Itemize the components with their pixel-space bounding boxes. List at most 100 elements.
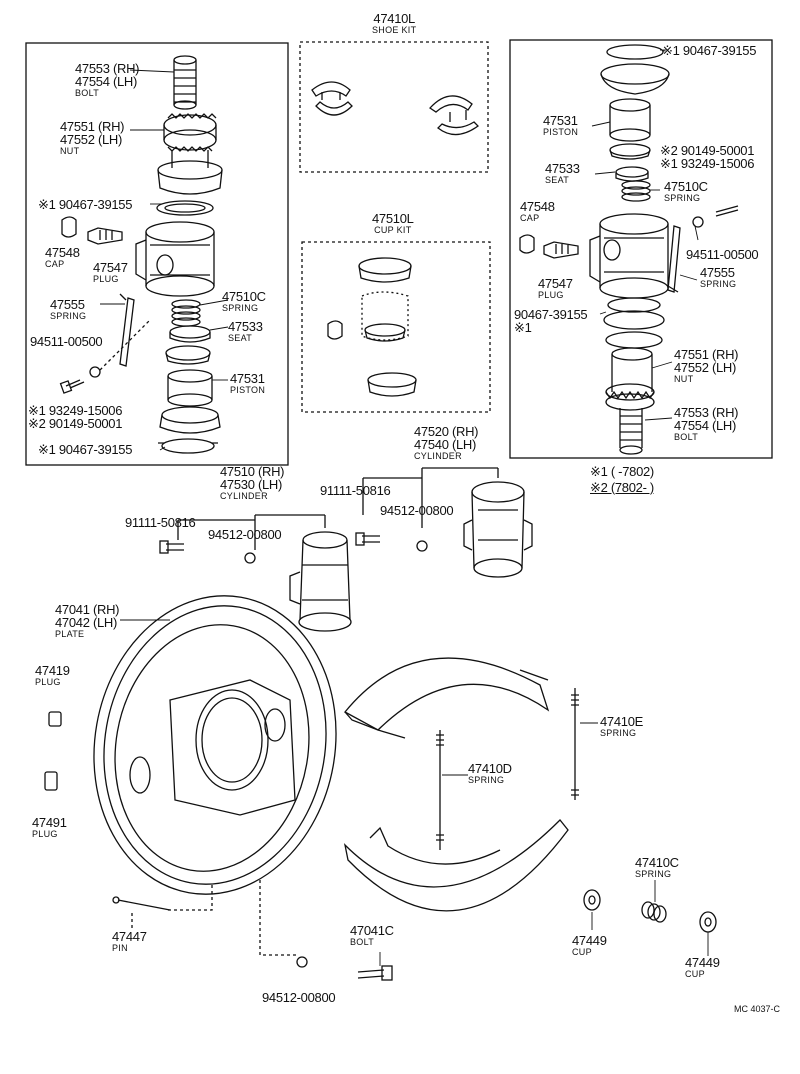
cup-kit-boot-illustration bbox=[358, 257, 412, 283]
cylinder-spring-illustration bbox=[171, 299, 201, 327]
left-cylinder-box bbox=[25, 42, 289, 466]
part-name: CAP bbox=[520, 213, 540, 223]
right-dust-boot-illustration bbox=[600, 44, 670, 95]
label-cup-47449-a: 47449 CUP bbox=[572, 934, 607, 957]
part-number-line: 47533 bbox=[545, 161, 580, 176]
label-90149-93249-right: ※2 90149-50001 ※1 93249-15006 bbox=[660, 144, 754, 170]
part-name: CYLINDER bbox=[414, 451, 462, 461]
label-right-bolt-47553: 47553 (RH) 47554 (LH) BOLT bbox=[674, 406, 739, 442]
front-wheel-cylinder-illustration bbox=[289, 531, 352, 632]
part-name: SPRING bbox=[700, 279, 737, 289]
part-number-line: 47552 (LH) bbox=[674, 360, 737, 375]
part-name: NUT bbox=[60, 146, 80, 156]
part-number-line: ※1 bbox=[514, 320, 532, 335]
label-90467-left-top: ※1 90467-39155 bbox=[38, 197, 133, 212]
label-bolt-91111-rear: 91111-50816 bbox=[320, 483, 391, 498]
piston-illustration bbox=[167, 369, 213, 407]
label-right-piston-47531: 47531 PISTON bbox=[543, 114, 578, 137]
part-number-line: 47530 (LH) bbox=[220, 477, 283, 492]
part-number-line: 47510 (RH) bbox=[220, 464, 285, 479]
spring-47410C-illustration bbox=[641, 901, 667, 923]
part-name: CUP bbox=[685, 969, 705, 979]
spring-seat-illustration bbox=[169, 325, 211, 343]
part-name: NUT bbox=[674, 374, 694, 384]
part-number-line: 47555 bbox=[700, 265, 735, 280]
label-spring-47510C: 47510C SPRING bbox=[222, 290, 266, 313]
part-number-line: 47554 (LH) bbox=[75, 74, 138, 89]
part-number-line: 47510C bbox=[222, 289, 266, 304]
part-number-line: 47449 bbox=[685, 955, 720, 970]
bolt-47041C-illustration bbox=[357, 965, 393, 981]
backing-plate-illustration bbox=[93, 595, 337, 895]
right-piston-illustration bbox=[609, 98, 651, 142]
bleeder-plug-illustration bbox=[87, 227, 123, 245]
label-nut-94512-front: 94512-00800 bbox=[208, 527, 282, 542]
label-nut-94512-rear: 94512-00800 bbox=[380, 503, 454, 518]
right-cap-illustration bbox=[519, 234, 535, 254]
part-name: PLUG bbox=[93, 274, 119, 284]
cylinder-front-bracket-b bbox=[177, 519, 255, 540]
label-bolt-91111-front: 91111-50816 bbox=[125, 515, 196, 530]
part-number-line: 47410E bbox=[600, 714, 644, 729]
part-number-line: 47510C bbox=[664, 179, 708, 194]
right-plug-illustration bbox=[543, 241, 579, 259]
part-name: BOLT bbox=[674, 432, 699, 442]
part-name: PLATE bbox=[55, 629, 85, 639]
upper-brake-shoe-illustration bbox=[344, 657, 550, 739]
label-cup-47449-b: 47449 CUP bbox=[685, 956, 720, 979]
plug-47491-illustration bbox=[44, 771, 58, 791]
shoe-kit-cup-a-illustration bbox=[311, 81, 353, 116]
label-right-seat-47533: 47533 SEAT bbox=[545, 162, 580, 185]
label-bolt-47553: 47553 (RH) 47554 (LH) BOLT bbox=[75, 62, 140, 98]
bolt-91111-b-illustration bbox=[355, 532, 380, 546]
label-spring-47410E: 47410E SPRING bbox=[600, 715, 643, 738]
label-right-plug-47547: 47547 PLUG bbox=[538, 277, 573, 300]
diagram-code: MC 4037-C bbox=[734, 1004, 781, 1014]
right-adjuster-housing-illustration bbox=[605, 331, 663, 392]
cup-kit-boot-b-illustration bbox=[367, 372, 417, 397]
right-bolt-illustration bbox=[619, 408, 643, 455]
part-name: CUP bbox=[572, 947, 592, 957]
cup-47449-b-illustration bbox=[699, 911, 717, 933]
cup-kit-cap-illustration bbox=[327, 320, 343, 340]
label-spring-47410C: 47410C SPRING bbox=[635, 856, 679, 879]
part-number-line: 47410L bbox=[373, 11, 415, 26]
shoe-kit-box bbox=[299, 41, 489, 173]
label-seat-47533: 47533 SEAT bbox=[228, 320, 263, 343]
right-spring-illustration bbox=[621, 180, 651, 202]
part-name: SPRING bbox=[50, 311, 87, 321]
part-name: BOLT bbox=[75, 88, 100, 98]
cylinder-rear-bracket-b bbox=[362, 477, 422, 515]
right-small-bolt-illustration bbox=[692, 205, 739, 228]
part-number-line: ※2 90149-50001 bbox=[28, 416, 123, 431]
part-number-line: 47410C bbox=[635, 855, 679, 870]
part-number-line: 90467-39155 bbox=[514, 307, 588, 322]
part-name: SPRING bbox=[222, 303, 259, 313]
shoe-kit-cup-b-illustration bbox=[429, 95, 479, 136]
part-name: SEAT bbox=[228, 333, 253, 343]
part-number-line: 47531 bbox=[230, 371, 265, 386]
lower-brake-shoe-illustration bbox=[343, 819, 569, 912]
nut-94512-c-illustration bbox=[296, 956, 308, 968]
label-spring-47555: 47555 SPRING bbox=[50, 298, 86, 321]
part-number-line: ※1 93249-15006 bbox=[660, 156, 755, 171]
adjusting-nut-illustration bbox=[163, 113, 217, 168]
right-cylinder-cup-illustration bbox=[603, 297, 665, 330]
label-90467-right-top: ※1 90467-39155 bbox=[662, 43, 757, 58]
part-name: CUP KIT bbox=[374, 225, 412, 235]
cup-47449-a-illustration bbox=[583, 889, 601, 911]
part-name: PISTON bbox=[230, 385, 266, 395]
part-number-line: 47491 bbox=[32, 815, 67, 830]
part-number-line: ※2 90149-50001 bbox=[660, 143, 755, 158]
part-number-line: 47531 bbox=[543, 113, 578, 128]
label-shoe-kit: 47410L SHOE KIT bbox=[372, 12, 416, 35]
part-number-line: 47547 bbox=[93, 260, 128, 275]
cylinder-front-bracket bbox=[254, 514, 326, 550]
bleeder-bolt-illustration bbox=[59, 379, 85, 394]
rear-wheel-cylinder-illustration bbox=[463, 481, 533, 578]
part-number-line: 47547 bbox=[538, 276, 573, 291]
part-number-line: 47548 bbox=[45, 245, 80, 260]
right-seat-illustration bbox=[615, 166, 649, 182]
